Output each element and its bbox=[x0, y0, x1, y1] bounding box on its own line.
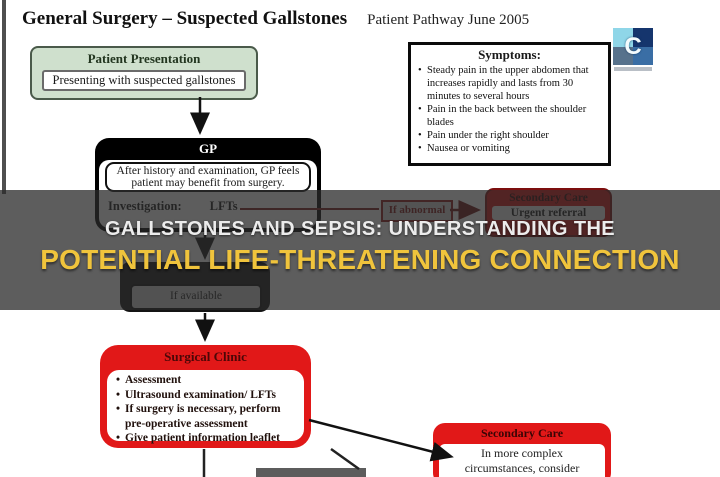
banner-line1: GALLSTONES AND SEPSIS: UNDERSTANDING THE bbox=[104, 218, 616, 240]
symptoms-title: Symptoms: bbox=[478, 47, 541, 62]
arrow-surgical-to-secondarycare bbox=[308, 418, 454, 462]
surgical-clinic-header: Surgical Clinic bbox=[164, 349, 247, 364]
secondary-care-bottom-box: Secondary Care In more complex circumsta… bbox=[433, 423, 611, 477]
logo-letter: C bbox=[624, 32, 642, 60]
bullet-item: Nausea or vomiting bbox=[418, 142, 602, 155]
bullet-item: Give patient information leaflet bbox=[116, 431, 300, 446]
logo-quadrant bbox=[613, 46, 633, 65]
logo-caption-illegible bbox=[614, 67, 652, 71]
logo-quadrant bbox=[613, 28, 633, 47]
patient-presentation-header: Patient Presentation bbox=[87, 51, 201, 66]
overlay-banner: GALLSTONES AND SEPSIS: UNDERSTANDING THE… bbox=[0, 190, 720, 310]
bullet-item: Pain in the back between the shoulder bl… bbox=[418, 103, 602, 129]
surgical-clinic-box: Surgical Clinic AssessmentUltrasound exa… bbox=[100, 345, 311, 448]
scan-edge-strip bbox=[2, 0, 6, 194]
surgical-clinic-list: AssessmentUltrasound examination/ LFTsIf… bbox=[113, 373, 300, 446]
banner-line2: POTENTIAL LIFE-THREATENING CONNECTION bbox=[40, 244, 680, 275]
secondary-care-bottom-header: Secondary Care bbox=[480, 426, 564, 440]
gp-header: GP bbox=[198, 141, 218, 156]
gp-body-text: After history and examination, GP feels … bbox=[105, 162, 311, 192]
bullet-item: Assessment bbox=[116, 373, 300, 388]
bullet-item: If surgery is necessary, perform pre-ope… bbox=[116, 402, 300, 431]
organisation-logo-icon: C bbox=[613, 28, 653, 65]
diagram-title-row: General Surgery – Suspected Gallstones Pa… bbox=[22, 8, 682, 30]
diagram-subtitle: Patient Pathway June 2005 bbox=[367, 12, 530, 28]
cutoff-next-step-box bbox=[256, 468, 366, 477]
diagram-title: General Surgery – Suspected Gallstones bbox=[22, 8, 348, 29]
secondary-care-bottom-body: In more complex circumstances, consider bbox=[439, 444, 605, 477]
patient-presentation-body: Presenting with suspected gallstones bbox=[42, 70, 246, 91]
symptoms-list: Steady pain in the upper abdomen that in… bbox=[415, 64, 604, 155]
symptoms-box: Symptoms: Steady pain in the upper abdom… bbox=[408, 42, 611, 166]
line-surgical-to-stub bbox=[330, 447, 360, 471]
logo-quadrant bbox=[633, 46, 653, 65]
bullet-item: Steady pain in the upper abdomen that in… bbox=[418, 64, 602, 103]
bullet-item: Ultrasound examination/ LFTs bbox=[116, 388, 300, 403]
patient-presentation-box: Patient Presentation Presenting with sus… bbox=[30, 46, 258, 100]
bullet-item: Pain under the right shoulder bbox=[418, 129, 602, 142]
surgical-clinic-body-area: AssessmentUltrasound examination/ LFTsIf… bbox=[107, 370, 304, 446]
logo-quadrant bbox=[633, 28, 653, 47]
